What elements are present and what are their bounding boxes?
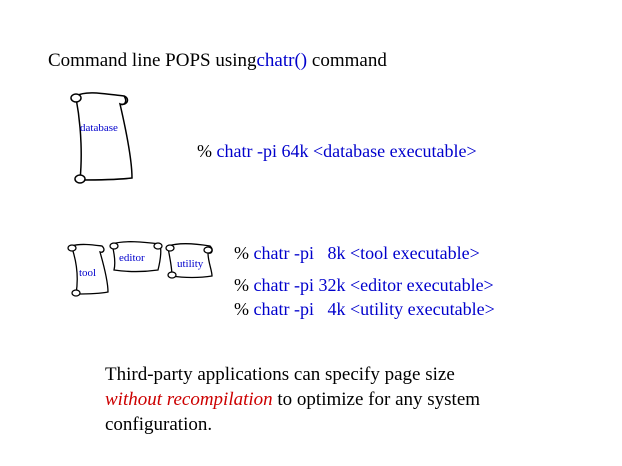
tool-scroll-icon <box>67 243 109 297</box>
footer-emphasis: without recompilation <box>105 389 273 410</box>
scroll-label-utility: utility <box>177 258 204 270</box>
utility-scroll-icon <box>165 243 213 279</box>
scroll-label-database: database <box>80 122 118 134</box>
editor-scroll-icon <box>109 241 163 273</box>
database-scroll-icon <box>70 92 133 184</box>
scroll-label-tool: tool <box>79 267 97 279</box>
title-suffix: command <box>307 50 387 71</box>
command-tool-text: chatr -pi 8k <tool executable> <box>253 243 480 263</box>
command-prompt: % <box>234 299 249 319</box>
title-highlight: chatr() <box>256 50 308 71</box>
command-prompt: % <box>234 243 249 263</box>
footer-line-1: Third-party applications can specify pag… <box>105 364 455 385</box>
command-prompt: % <box>197 141 212 161</box>
command-utility-text: chatr -pi 4k <utility executable> <box>253 299 495 319</box>
slide-title: Command line POPS usingchatr() command <box>48 50 387 72</box>
command-editor: % chatr -pi 32k <editor executable> <box>234 275 494 296</box>
footer-line-2: without recompilation to optimize for an… <box>105 387 585 412</box>
command-utility: % chatr -pi 4k <utility executable> <box>234 299 495 320</box>
command-tool: % chatr -pi 8k <tool executable> <box>234 243 480 264</box>
scroll-label-editor: editor <box>119 252 145 264</box>
footer-line-2-rest: to optimize for any system <box>272 389 481 410</box>
command-prompt: % <box>234 275 249 295</box>
command-database-text: chatr -pi 64k <database executable> <box>216 141 477 161</box>
command-editor-text: chatr -pi 32k <editor executable> <box>253 275 494 295</box>
title-prefix: Command line POPS using <box>48 50 257 71</box>
footer-line-3: configuration. <box>105 414 213 435</box>
footer-paragraph: Third-party applications can specify pag… <box>105 362 585 437</box>
command-database: % chatr -pi 64k <database executable> <box>197 141 477 162</box>
